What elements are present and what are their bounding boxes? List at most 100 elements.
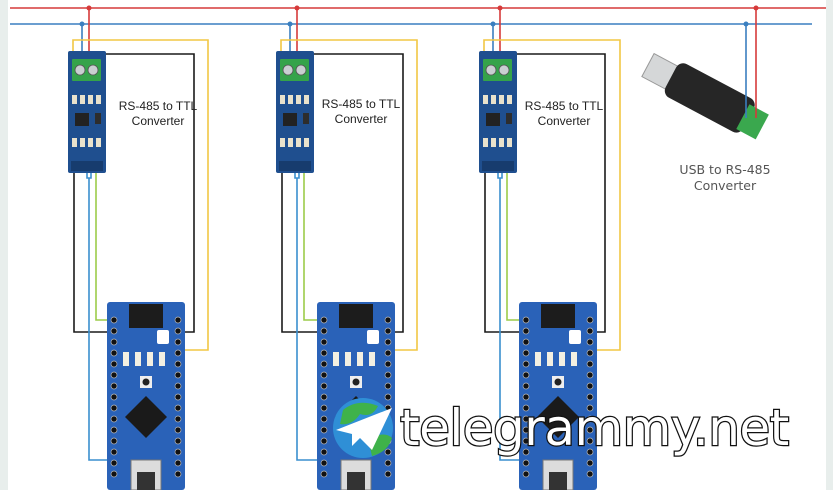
usb-rs485-converter <box>641 52 769 140</box>
module-label-3: RS-485 to TTL Converter <box>514 99 614 129</box>
nano-pin-right-3 <box>586 415 594 423</box>
nano-pin-left-2 <box>320 382 328 390</box>
nano-led-1 <box>147 352 153 366</box>
usb-a-line-junction <box>753 5 759 11</box>
globe-land-north <box>340 402 378 425</box>
mini-usb-opening-2 <box>347 472 365 490</box>
nano-pin-left-1 <box>110 327 118 335</box>
nano-pin-left-1 <box>110 426 118 434</box>
nano-pin-left-2 <box>320 349 328 357</box>
nano-pin-right-3 <box>586 448 594 456</box>
nano-pin-right-1 <box>174 382 182 390</box>
gnd-wire-left-3 <box>484 172 523 333</box>
nano-pin-right-3 <box>586 393 594 401</box>
nano-pin-left-1 <box>110 316 118 324</box>
smd-resistor-2 <box>280 138 285 147</box>
nano-pin-right-3 <box>586 470 594 478</box>
max485-chip-1 <box>75 113 89 126</box>
reset-button-cap-1 <box>142 378 150 386</box>
nano-logo-3 <box>569 330 581 344</box>
capacitor-1 <box>95 113 101 124</box>
module-label-1-line2: Converter <box>131 114 185 128</box>
usb-b-line-junction <box>743 21 749 27</box>
gnd-wire-top-3 <box>514 53 606 333</box>
module-label-1-line1: RS-485 to TTL <box>118 99 198 113</box>
usb-converter-label-line2: Converter <box>693 178 757 193</box>
signal-wire-green-3 <box>506 172 523 321</box>
nano-pin-right-1 <box>174 404 182 412</box>
nano-pin-right-2 <box>384 327 392 335</box>
nano-pin-left-3 <box>522 382 530 390</box>
nano-pin-right-1 <box>174 459 182 467</box>
nano-pin-right-3 <box>586 327 594 335</box>
smd-resistor-3 <box>499 95 504 104</box>
usb-dongle-body <box>664 63 755 133</box>
reset-button-cap-3 <box>554 378 562 386</box>
max485-chip-3 <box>486 113 500 126</box>
a-line-junction-1 <box>86 5 92 11</box>
atmega-chip-1 <box>125 396 167 438</box>
a-line-junction-2 <box>294 5 300 11</box>
smd-resistor-2 <box>304 95 309 104</box>
smd-resistor-1 <box>88 95 93 104</box>
watermark-text: telegrammy.net <box>399 398 791 459</box>
smd-resistor-2 <box>280 95 285 104</box>
module-label-3-line1: RS-485 to TTL <box>524 99 604 113</box>
smd-resistor-2 <box>288 138 293 147</box>
nano-pin-right-3 <box>586 360 594 368</box>
nano-pin-right-2 <box>384 448 392 456</box>
terminal-screw-b-2 <box>295 64 307 76</box>
nano-pin-left-2 <box>320 393 328 401</box>
nano-logo-1 <box>157 330 169 344</box>
nano-pin-right-1 <box>174 349 182 357</box>
module-label-1: RS-485 to TTL Converter <box>108 99 208 129</box>
nano-pin-right-1 <box>174 426 182 434</box>
nano-pin-left-2 <box>320 371 328 379</box>
reset-button-cap-2 <box>352 378 360 386</box>
nano-pin-right-2 <box>384 316 392 324</box>
nano-pin-right-1 <box>174 470 182 478</box>
nano-pin-left-3 <box>522 426 530 434</box>
smd-resistor-3 <box>507 95 512 104</box>
nano-pin-left-1 <box>110 448 118 456</box>
smd-resistor-3 <box>483 95 488 104</box>
nano-pin-left-2 <box>320 360 328 368</box>
nano-pin-left-2 <box>320 459 328 467</box>
module-label-2: RS-485 to TTL Converter <box>311 97 411 127</box>
icsp-header-3 <box>541 304 575 328</box>
nano-led-2 <box>369 352 375 366</box>
nano-pin-right-2 <box>384 459 392 467</box>
nano-pin-right-3 <box>586 316 594 324</box>
nano-led-1 <box>123 352 129 366</box>
nano-pin-left-1 <box>110 338 118 346</box>
nano-pin-right-2 <box>384 470 392 478</box>
nano-pin-right-3 <box>586 426 594 434</box>
nano-pin-right-1 <box>174 360 182 368</box>
smd-resistor-1 <box>88 138 93 147</box>
nano-pin-right-1 <box>174 437 182 445</box>
rs485-pin-header-2 <box>279 161 311 171</box>
atmega-chip-3 <box>537 396 579 438</box>
smd-resistor-2 <box>304 138 309 147</box>
signal-wire-blue-3 <box>499 178 523 461</box>
terminal-block-3 <box>483 59 512 81</box>
terminal-block-2 <box>280 59 309 81</box>
nano-pin-left-3 <box>522 316 530 324</box>
vcc-wire-3 <box>483 39 621 351</box>
signal-wire-green-1 <box>95 172 111 321</box>
smd-resistor-1 <box>96 138 101 147</box>
nano-pin-left-3 <box>522 327 530 335</box>
nano-pin-left-3 <box>522 459 530 467</box>
nano-pin-left-1 <box>110 382 118 390</box>
module-label-2-line2: Converter <box>334 112 388 126</box>
nano-pin-right-2 <box>384 382 392 390</box>
icsp-header-2 <box>339 304 373 328</box>
nano-pin-left-1 <box>110 371 118 379</box>
capacitor-2 <box>303 113 309 124</box>
nano-pin-left-2 <box>320 338 328 346</box>
vcc-wire-2 <box>280 39 418 351</box>
usb-converter-label: USB to RS-485 Converter <box>665 162 785 194</box>
nano-pin-left-1 <box>110 470 118 478</box>
terminal-screw-a-3 <box>485 64 497 76</box>
